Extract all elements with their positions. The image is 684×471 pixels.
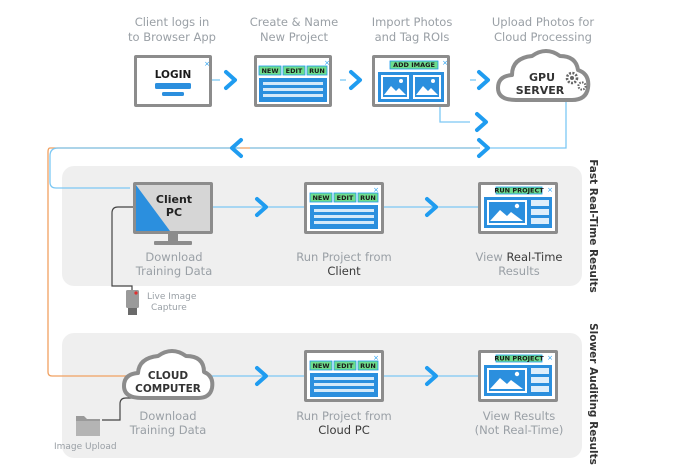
run-project-button: RUN PROJECT [494, 355, 544, 363]
slow-results-window: × RUN PROJECT [478, 350, 558, 402]
step4-label-line2: Cloud Processing [494, 30, 592, 44]
image-preview-icon [487, 368, 527, 393]
client-label: Client [156, 193, 192, 206]
fast-results-window: × RUN PROJECT [478, 182, 558, 234]
close-icon: × [373, 186, 379, 194]
close-icon: × [547, 186, 553, 194]
top-step-labels: Client logs in to Browser App Create & N… [128, 15, 594, 44]
fast-download-line1: Download [145, 250, 202, 264]
gpu-server-cloud: GPU SERVER [496, 49, 591, 102]
camera-label-line2: Capture [151, 303, 187, 313]
login-window: × LOGIN [134, 55, 212, 107]
slow-lane-label: Slower Auditing Results [587, 323, 599, 465]
fast-run-line1: Run Project from [296, 250, 391, 264]
computer-label: COMPUTER [135, 383, 201, 395]
fast-lane-label: Fast Real-Time Results [587, 159, 599, 293]
step4-label-line1: Upload Photos for [492, 15, 594, 29]
step2-label-line1: Create & Name [250, 15, 338, 29]
image-preview-icon [487, 200, 527, 225]
new-project-window: × NEW EDIT RUN [254, 55, 332, 107]
slow-view-line2: (Not Real-Time) [475, 423, 564, 437]
add-image-window: × ADD IMAGE [372, 55, 450, 107]
flow-lines [47, 79, 567, 421]
client-pc-monitor: Client PC [133, 182, 213, 245]
close-icon: × [324, 59, 330, 67]
folder-icon [76, 416, 100, 436]
cloud-computer: CLOUD COMPUTER [122, 349, 215, 400]
slow-view-line1: View Results [483, 409, 555, 423]
fast-download-line2: Training Data [135, 264, 213, 278]
run-button: RUN [360, 362, 376, 370]
folder-label: Image Upload [54, 442, 117, 452]
edit-button: EDIT [286, 67, 303, 75]
close-icon: × [547, 354, 553, 362]
new-button: NEW [312, 194, 329, 202]
new-button: NEW [312, 362, 329, 370]
edit-button: EDIT [337, 194, 354, 202]
add-image-button: ADD IMAGE [393, 61, 435, 69]
step3-label-line2: and Tag ROIs [375, 30, 450, 44]
step1-label-line2: to Browser App [128, 30, 216, 44]
slow-run-line2: Cloud PC [318, 423, 369, 437]
gear-icon [565, 71, 587, 91]
slow-download-line2: Training Data [129, 423, 207, 437]
run-button: RUN [309, 67, 325, 75]
close-icon: × [442, 59, 448, 67]
gpu-label: GPU [529, 71, 555, 84]
cloud-label: CLOUD [148, 370, 188, 382]
run-button: RUN [360, 194, 376, 202]
image-thumbnail-icon [413, 75, 441, 99]
login-title: LOGIN [155, 69, 192, 81]
close-icon: × [204, 60, 210, 68]
server-label: SERVER [516, 84, 565, 97]
fast-run-project-window: × NEW EDIT RUN [304, 182, 384, 234]
camera-icon [126, 290, 139, 315]
run-project-button: RUN PROJECT [494, 187, 544, 195]
slow-download-line1: Download [139, 409, 196, 423]
login-button [162, 92, 184, 96]
edit-button: EDIT [337, 362, 354, 370]
step3-label-line1: Import Photos [372, 15, 453, 29]
login-field [155, 83, 191, 89]
fast-view-line2: Results [498, 264, 540, 278]
slow-run-line1: Run Project from [296, 409, 391, 423]
slow-run-project-window: × NEW EDIT RUN [304, 350, 384, 402]
pc-label: PC [166, 206, 182, 219]
image-thumbnail-icon [381, 75, 409, 99]
step1-label-line1: Client logs in [135, 15, 210, 29]
step2-label-line2: New Project [260, 30, 329, 44]
close-icon: × [373, 354, 379, 362]
fast-view-line1: View Real-Time [476, 250, 563, 264]
slow-lane-step-labels: Download Training Data Run Project from … [129, 409, 564, 437]
camera-label-line1: Live Image [147, 292, 197, 302]
fast-run-line2: Client [327, 264, 361, 278]
fast-lane-step-labels: Download Training Data Run Project from … [135, 250, 563, 278]
new-button: NEW [261, 67, 278, 75]
